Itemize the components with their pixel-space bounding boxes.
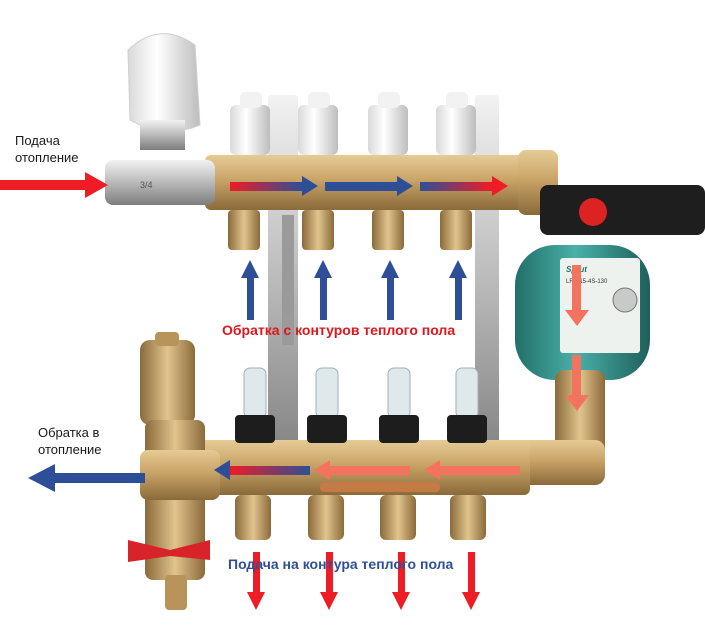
inlet-valve-body: 3/4 xyxy=(105,160,215,205)
return-from-circuits-label: Обратка с контуров теплого пола xyxy=(222,322,456,338)
flowmeter-icon xyxy=(307,367,347,443)
supply-to-circuits-label: Подача на контура теплого пола xyxy=(228,556,454,572)
valve-cap-3 xyxy=(368,92,408,155)
valve-caps xyxy=(230,92,476,155)
supply-heating-label-line2: отопление xyxy=(15,150,79,165)
flowmeters xyxy=(235,367,487,443)
valve-cap-1 xyxy=(230,92,270,155)
supply-heating-label: Подача отопление xyxy=(15,132,79,166)
supply-manifold xyxy=(205,150,558,250)
thermostatic-head-icon xyxy=(127,33,201,150)
valve-cap-2 xyxy=(298,92,338,155)
flowmeter-icon xyxy=(379,367,419,443)
flowmeter-icon xyxy=(447,367,487,443)
pump-icon: Sprut LRS 15-4S-130 xyxy=(515,185,705,380)
drain-tee xyxy=(140,420,220,610)
air-vent-icon xyxy=(140,332,195,425)
supply-heating-label-line1: Подача xyxy=(15,133,60,148)
return-manifold xyxy=(200,440,530,540)
return-heating-label-line2: отопление xyxy=(38,442,102,457)
pump-model: LRS 15-4S-130 xyxy=(566,279,608,285)
return-heating-label-line1: Обратка в xyxy=(38,425,100,440)
return-inlets xyxy=(235,495,486,540)
drain-valve-icon xyxy=(128,540,210,562)
valve-size-marking: 3/4 xyxy=(140,180,153,190)
valve-cap-4 xyxy=(436,92,476,155)
flow-arrow-icon xyxy=(0,172,589,610)
return-heating-label: Обратка в отопление xyxy=(38,424,102,458)
flowmeter-icon xyxy=(235,367,275,443)
supply-outlets xyxy=(228,210,472,250)
